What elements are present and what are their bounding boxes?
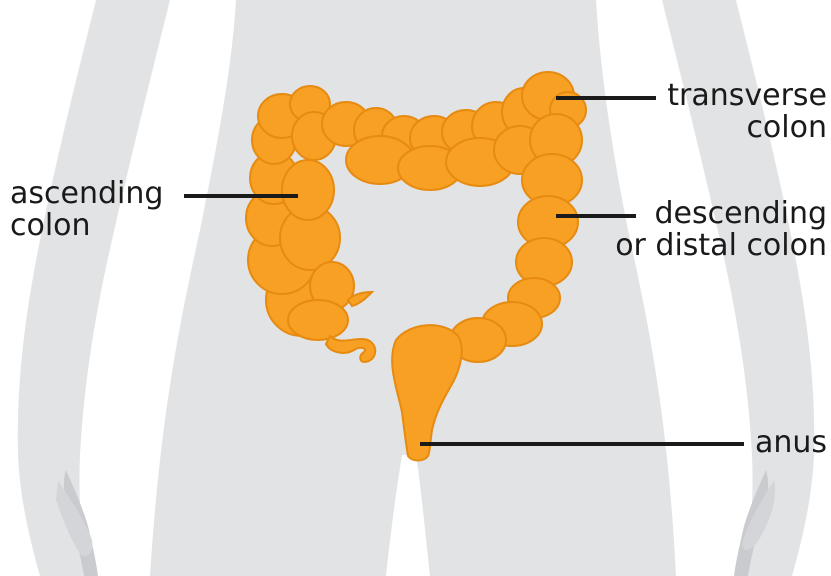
label-descending-colon: descending or distal colon	[615, 198, 827, 262]
label-descending-line2: or distal colon	[615, 230, 827, 262]
label-transverse-colon: transverse colon	[667, 80, 827, 144]
left-arm-shape	[18, 0, 170, 576]
label-anus-line1: anus	[755, 427, 827, 459]
label-ascending-colon: ascending colon	[10, 178, 163, 242]
torso-shape	[150, 0, 676, 576]
label-transverse-line1: transverse	[667, 80, 827, 112]
label-anus: anus	[755, 427, 827, 459]
label-transverse-line2: colon	[667, 112, 827, 144]
label-ascending-line2: colon	[10, 210, 163, 242]
label-descending-line1: descending	[615, 198, 827, 230]
label-ascending-line1: ascending	[10, 178, 163, 210]
